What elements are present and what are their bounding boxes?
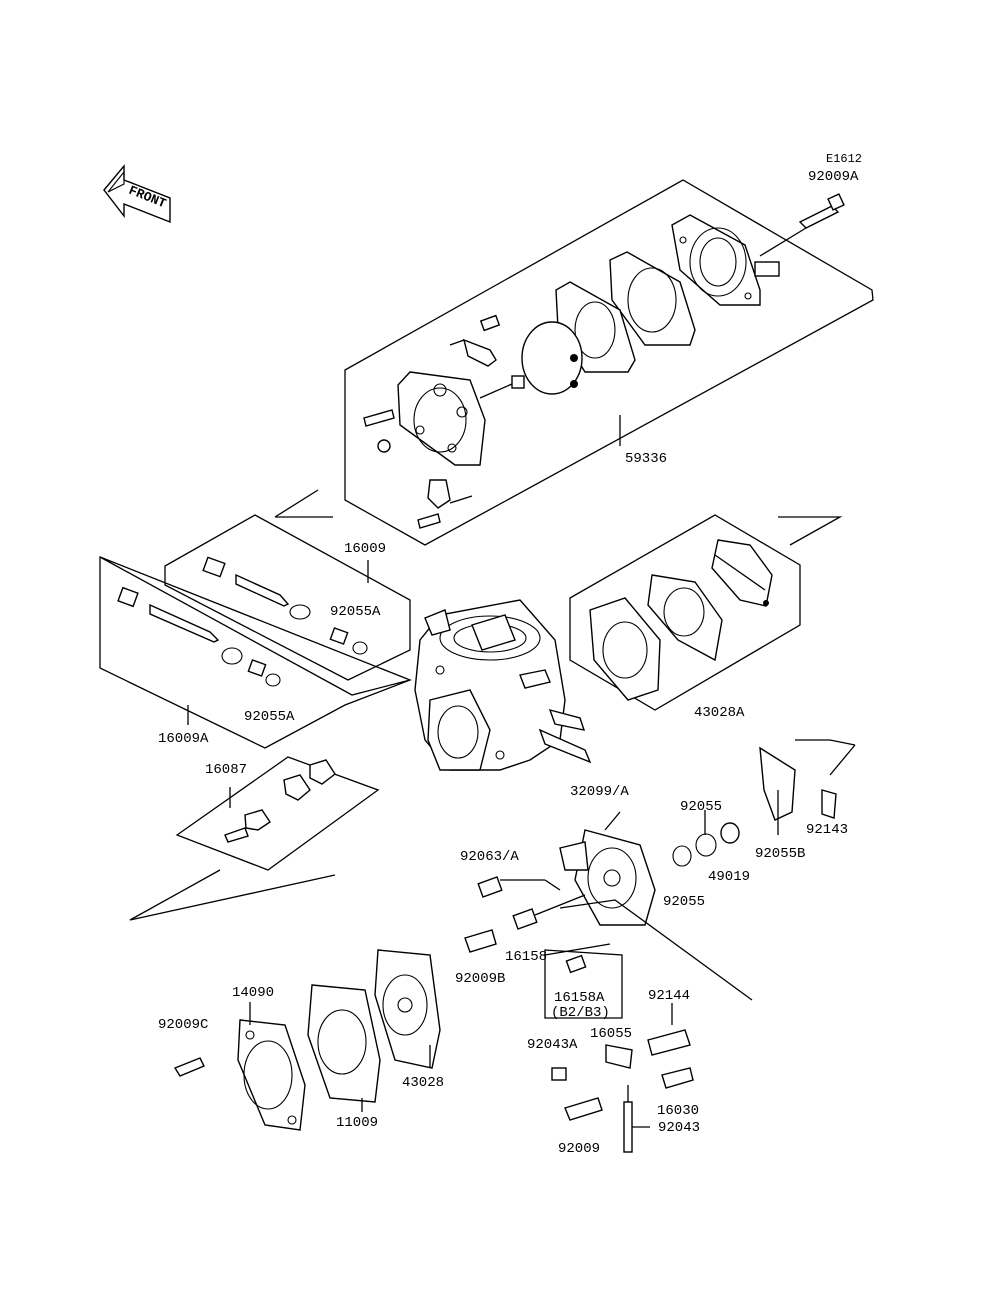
label-92009A: 92009A bbox=[808, 169, 859, 185]
gasket-top-1 bbox=[609, 251, 696, 346]
front-arrow-icon: FRONT bbox=[103, 164, 171, 224]
pump-body-part bbox=[397, 371, 486, 466]
carburetor-body bbox=[414, 599, 592, 771]
pump-cover-part bbox=[671, 214, 780, 306]
spring-92144 bbox=[647, 1029, 691, 1056]
label-92009: 92009 bbox=[558, 1141, 600, 1157]
diaphragm-top bbox=[521, 321, 583, 395]
label-92009B: 92009B bbox=[455, 971, 505, 987]
diagram-code: E1612 bbox=[826, 152, 862, 166]
lever-16055 bbox=[605, 1044, 633, 1069]
cover-92055B bbox=[759, 746, 796, 821]
label-49019: 49019 bbox=[708, 869, 750, 885]
bolt-92009A bbox=[798, 193, 845, 229]
label-16009: 16009 bbox=[344, 541, 386, 557]
needle-group-16009 bbox=[164, 514, 411, 681]
needle-group-16009A bbox=[99, 556, 412, 749]
label-92055-2: 92055 bbox=[663, 894, 705, 910]
label-16055: 16055 bbox=[590, 1026, 632, 1042]
label-16158: 16158 bbox=[505, 949, 547, 965]
pump-cover-32099 bbox=[559, 811, 656, 926]
label-43028: 43028 bbox=[402, 1075, 444, 1091]
needle-16030 bbox=[661, 1067, 694, 1089]
label-92063A: 92063/A bbox=[460, 849, 519, 865]
label-16009A: 16009A bbox=[158, 731, 209, 747]
diaphragm-43028 bbox=[374, 949, 441, 1069]
fuel-pump-group bbox=[344, 179, 874, 546]
gasket-11009 bbox=[307, 984, 381, 1103]
label-92055A-2: 92055A bbox=[244, 709, 295, 725]
label-16158A: 16158A bbox=[554, 990, 605, 1006]
label-92055-1: 92055 bbox=[680, 799, 722, 815]
label-16158A-note: (B2/B3) bbox=[551, 1005, 610, 1021]
label-92143: 92143 bbox=[806, 822, 848, 838]
label-16030: 16030 bbox=[657, 1103, 699, 1119]
gasket-group-43028A bbox=[569, 514, 801, 711]
label-92009C: 92009C bbox=[158, 1017, 208, 1033]
jet-group-16087 bbox=[175, 756, 380, 871]
label-43028A: 43028A bbox=[694, 705, 745, 721]
label-14090: 14090 bbox=[232, 985, 274, 1001]
pin-92043 bbox=[623, 1101, 633, 1153]
clip-92143 bbox=[821, 789, 837, 819]
label-92055A-1: 92055A bbox=[330, 604, 381, 620]
label-92043: 92043 bbox=[658, 1120, 700, 1136]
label-11009: 11009 bbox=[336, 1115, 378, 1131]
label-92055B: 92055B bbox=[755, 846, 805, 862]
label-32099A: 32099/A bbox=[570, 784, 629, 800]
label-59336: 59336 bbox=[625, 451, 667, 467]
diaphragm-cover-14090 bbox=[237, 1019, 306, 1131]
label-92043A: 92043A bbox=[527, 1037, 578, 1053]
label-16087: 16087 bbox=[205, 762, 247, 778]
label-92144: 92144 bbox=[648, 988, 690, 1004]
